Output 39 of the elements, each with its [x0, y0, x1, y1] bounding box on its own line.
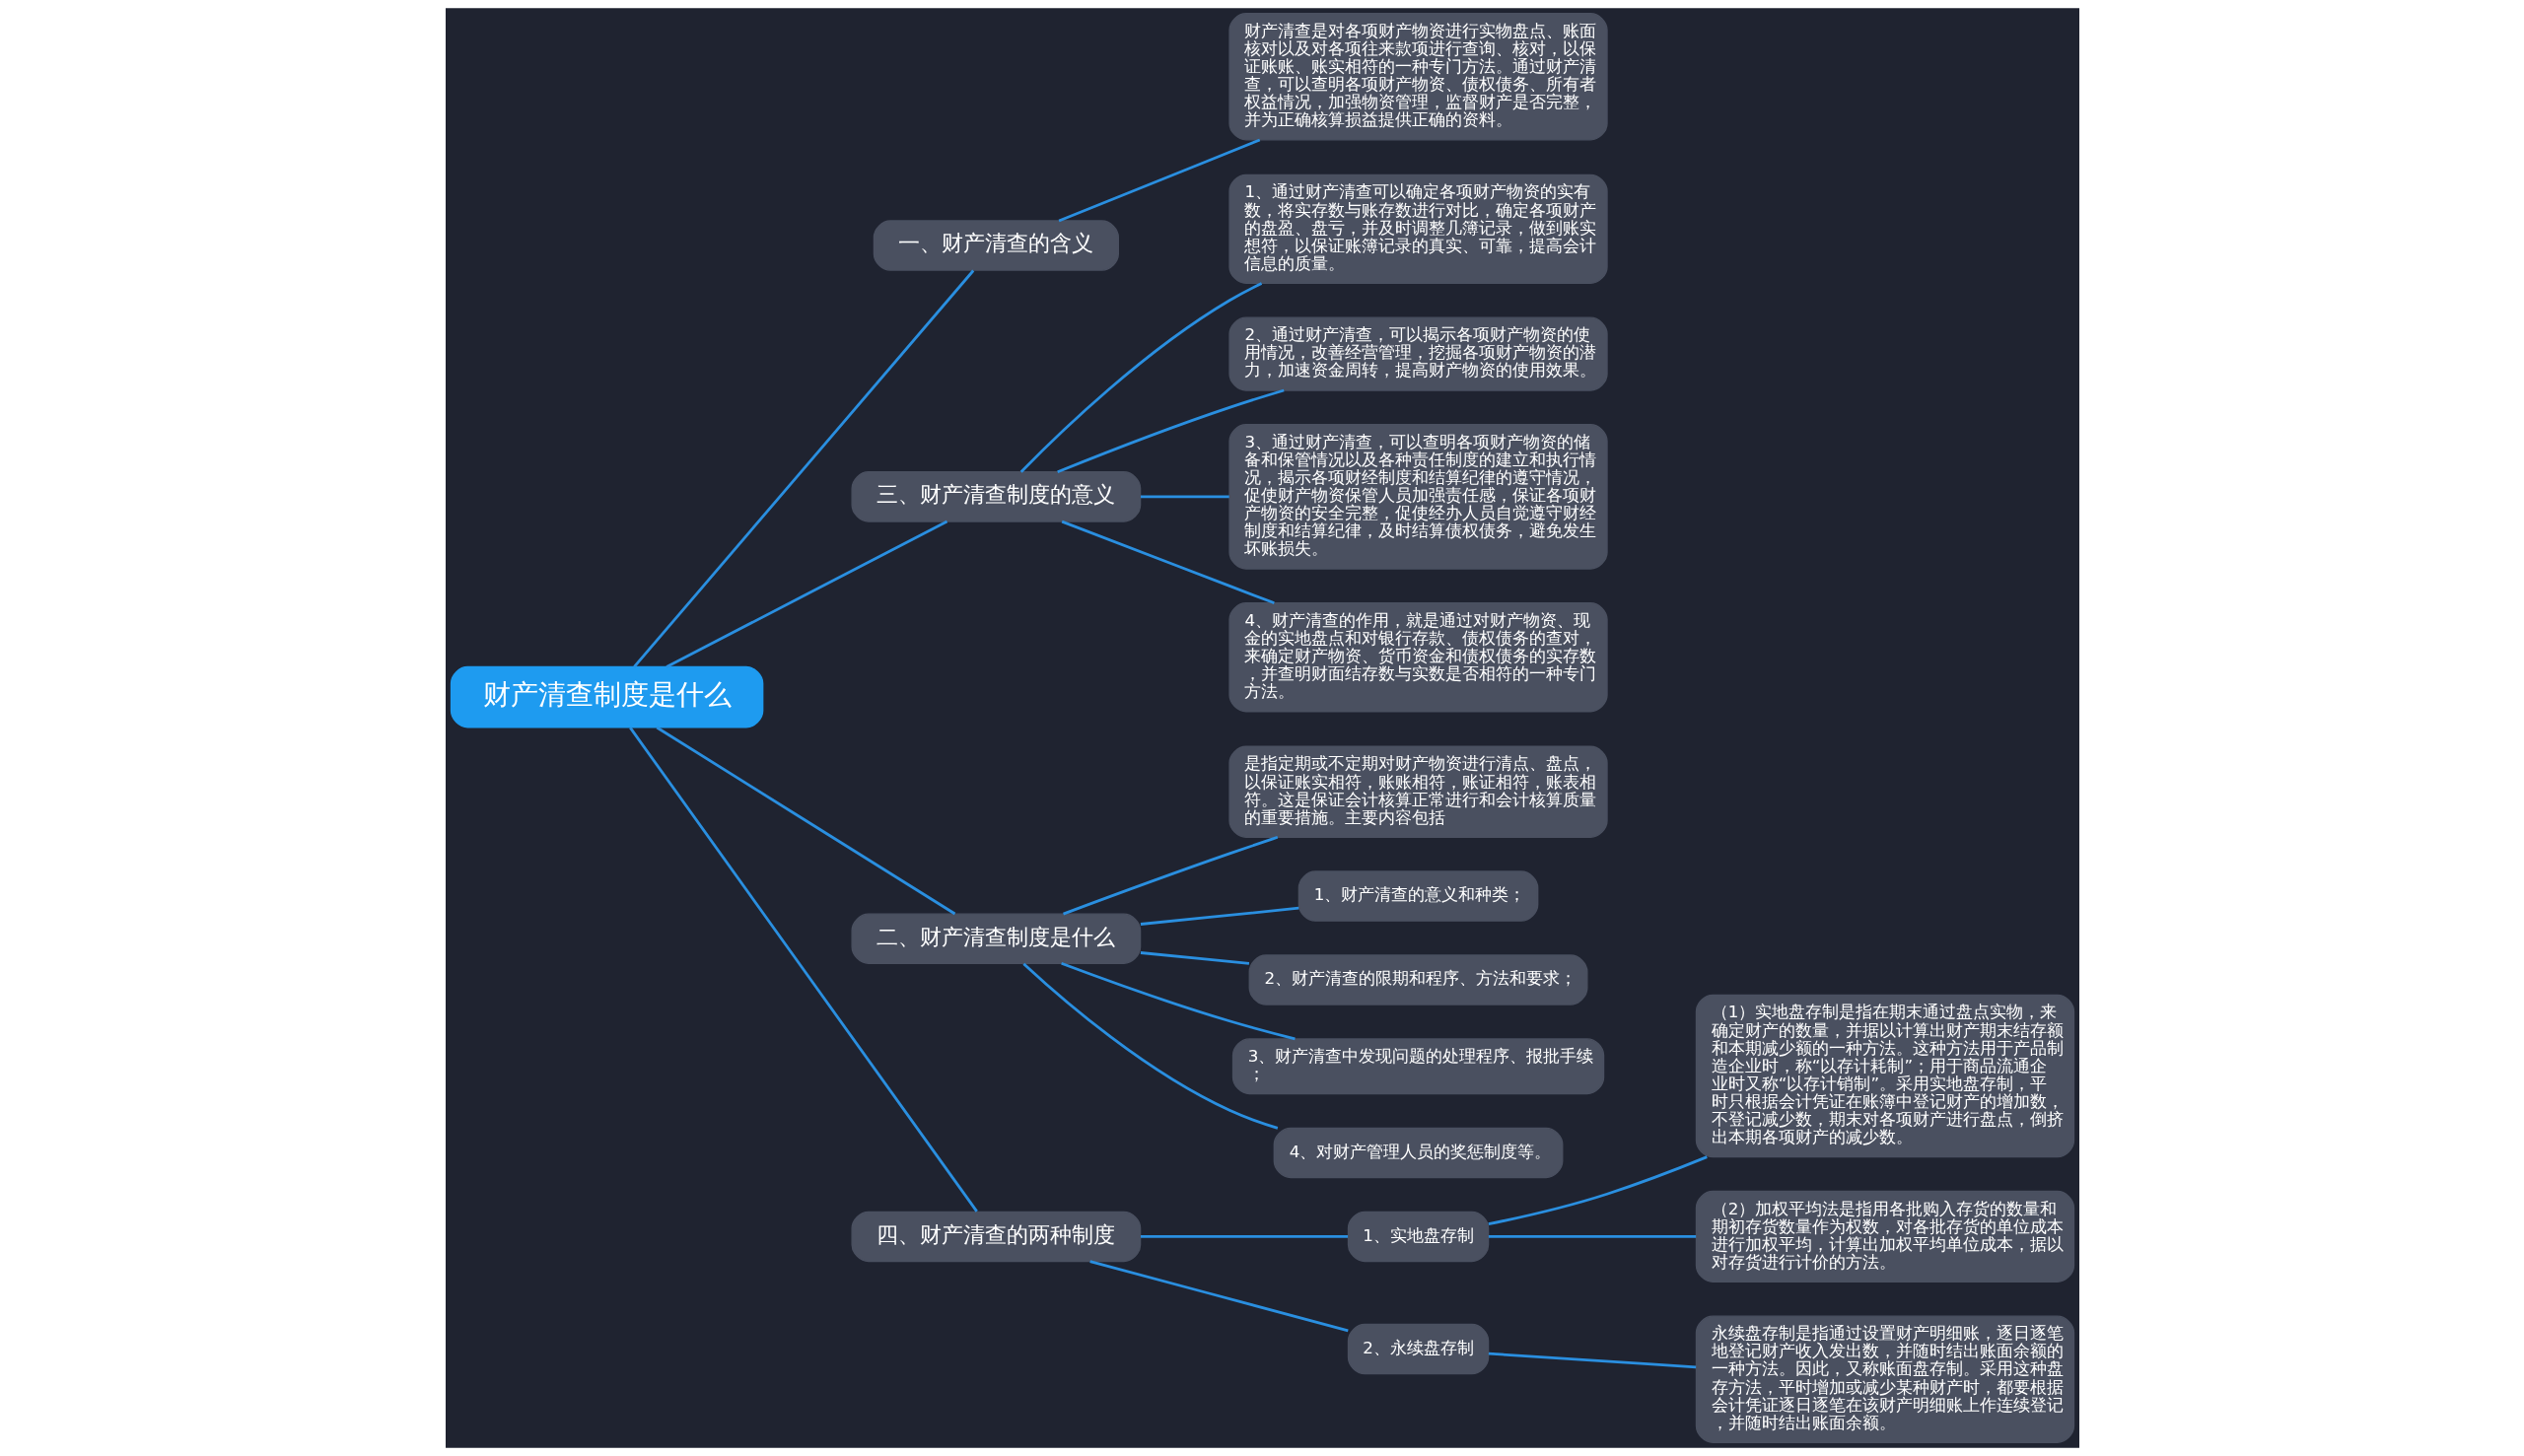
connector	[1140, 1235, 1348, 1238]
node-box: 1、通过财产清查可以确定各项财产物资的实有数，将实存数与账存数进行对比，确定各项财产的盘盈、盘亏，并及时调整几簿记录，做到账实想符，以保证账簿记录的真实、可靠，提高会计信息的质量。	[1227, 173, 1608, 285]
node-box: 4、财产清查的作用，就是通过对财产物资、现金的实地盘点和对银行存款、债权债务的查对，来确定财产物资、货币资金和债权债务的实存数，并查明财面结存数与实数是否相符的一种专门方法。	[1227, 602, 1608, 713]
connector	[665, 520, 947, 668]
connector	[1140, 951, 1249, 965]
node-box: （2）加权平均法是指用各批购入存货的数量和期初存货数量作为权数，对各批存货的单位成本进行加权平均，计算出加权平均单位成本，据以对存货进行计价的方法。	[1695, 1190, 2074, 1283]
connector	[1058, 138, 1260, 223]
node-box: 财产清查是对各项财产物资进行实物盘点、账面核对以及对各项往来款项进行查询、核对，以保证账账、账实相符的一种专门方法。通过财产清查，可以查明各项财产物资、债权债务、所有者权益情况，加强物资管理，监督财产是否完整，并为正确核算损益提供正确的资料。	[1227, 13, 1608, 141]
node-box: 2、财产清查的限期和程序、方法和要求；	[1248, 954, 1587, 1005]
node-box: 三、财产清查制度的意义	[850, 471, 1141, 522]
node-box: 是指定期或不定期对财产物资进行清点、盘点，以保证账实相符，账账相符，账证相符，账表相符。这是保证会计核算正常进行和会计核算质量的重要措施。主要内容包括	[1227, 745, 1608, 838]
node-box: 1、财产清查的意义和种类；	[1297, 870, 1538, 922]
connector	[632, 269, 974, 668]
node-box: 2、永续盘存制	[1347, 1323, 1489, 1375]
connector	[1019, 282, 1262, 473]
connector	[1488, 1155, 1708, 1226]
connector	[1140, 906, 1298, 926]
node-box: 财产清查制度是什么	[450, 665, 763, 728]
connector	[1060, 962, 1296, 1041]
connector	[1088, 1260, 1349, 1333]
connector	[656, 726, 955, 916]
connector	[1488, 1235, 1696, 1238]
node-box: 4、对财产管理人员的奖惩制度等。	[1273, 1127, 1563, 1179]
connector	[1021, 962, 1278, 1130]
connector	[1062, 835, 1278, 916]
node-box: 1、实地盘存制	[1347, 1211, 1489, 1263]
node-box: 2、通过财产清查，可以揭示各项财产物资的使用情况，改善经营管理，挖掘各项财产物资的潜力，加速资金周转，提高财产物资的使用效果。	[1227, 316, 1608, 391]
node-box: 3、财产清查中发现问题的处理程序、报批手续；	[1231, 1038, 1604, 1095]
node-box: 一、财产清查的含义	[873, 220, 1119, 271]
node-box: 永续盘存制是指通过设置财产明细账，逐日逐笔地登记财产收入发出数，并随时结出账面余额的一种方法。因此，又称账面盘存制。采用这种盘存方法，平时增加或减少某种财产时，都要根据会计凭证逐日逐笔在该财产明细账上作连续登记，并随时结出账面余额。	[1695, 1315, 2074, 1443]
connector	[1056, 388, 1285, 474]
connector	[1061, 520, 1275, 604]
node-box: 四、财产清查的两种制度	[850, 1211, 1141, 1263]
connector	[1488, 1352, 1696, 1369]
connector	[1140, 495, 1229, 499]
connector	[628, 727, 978, 1213]
node-box: 二、财产清查制度是什么	[850, 913, 1141, 964]
node-box: 3、通过财产清查，可以查明各项财产物资的储备和保管情况以及各种责任制度的建立和执行情况，揭示各项财经制度和结算纪律的遵守情况，促使财产物资保管人员加强责任感，保证各项财产物资的安全完整，促使经办人员自觉遵守财经制度和结算纪律，及时结算债权债务，避免发生坏账损失。	[1227, 424, 1608, 570]
node-box: （1）实地盘存制是指在期末通过盘点实物，来确定财产的数量，并据以计算出财产期末结存额和本期减少额的一种方法。这种方法用于产品制造企业时，称“以存计耗制”；用于商品流通企业时又称“以存计销制”。采用实地盘存制，平时只根据会计凭证在账簿中登记财产的增加数，不登记减少数，期末对各项财产进行盘点，倒挤出本期各项财产的减少数。	[1695, 994, 2074, 1158]
